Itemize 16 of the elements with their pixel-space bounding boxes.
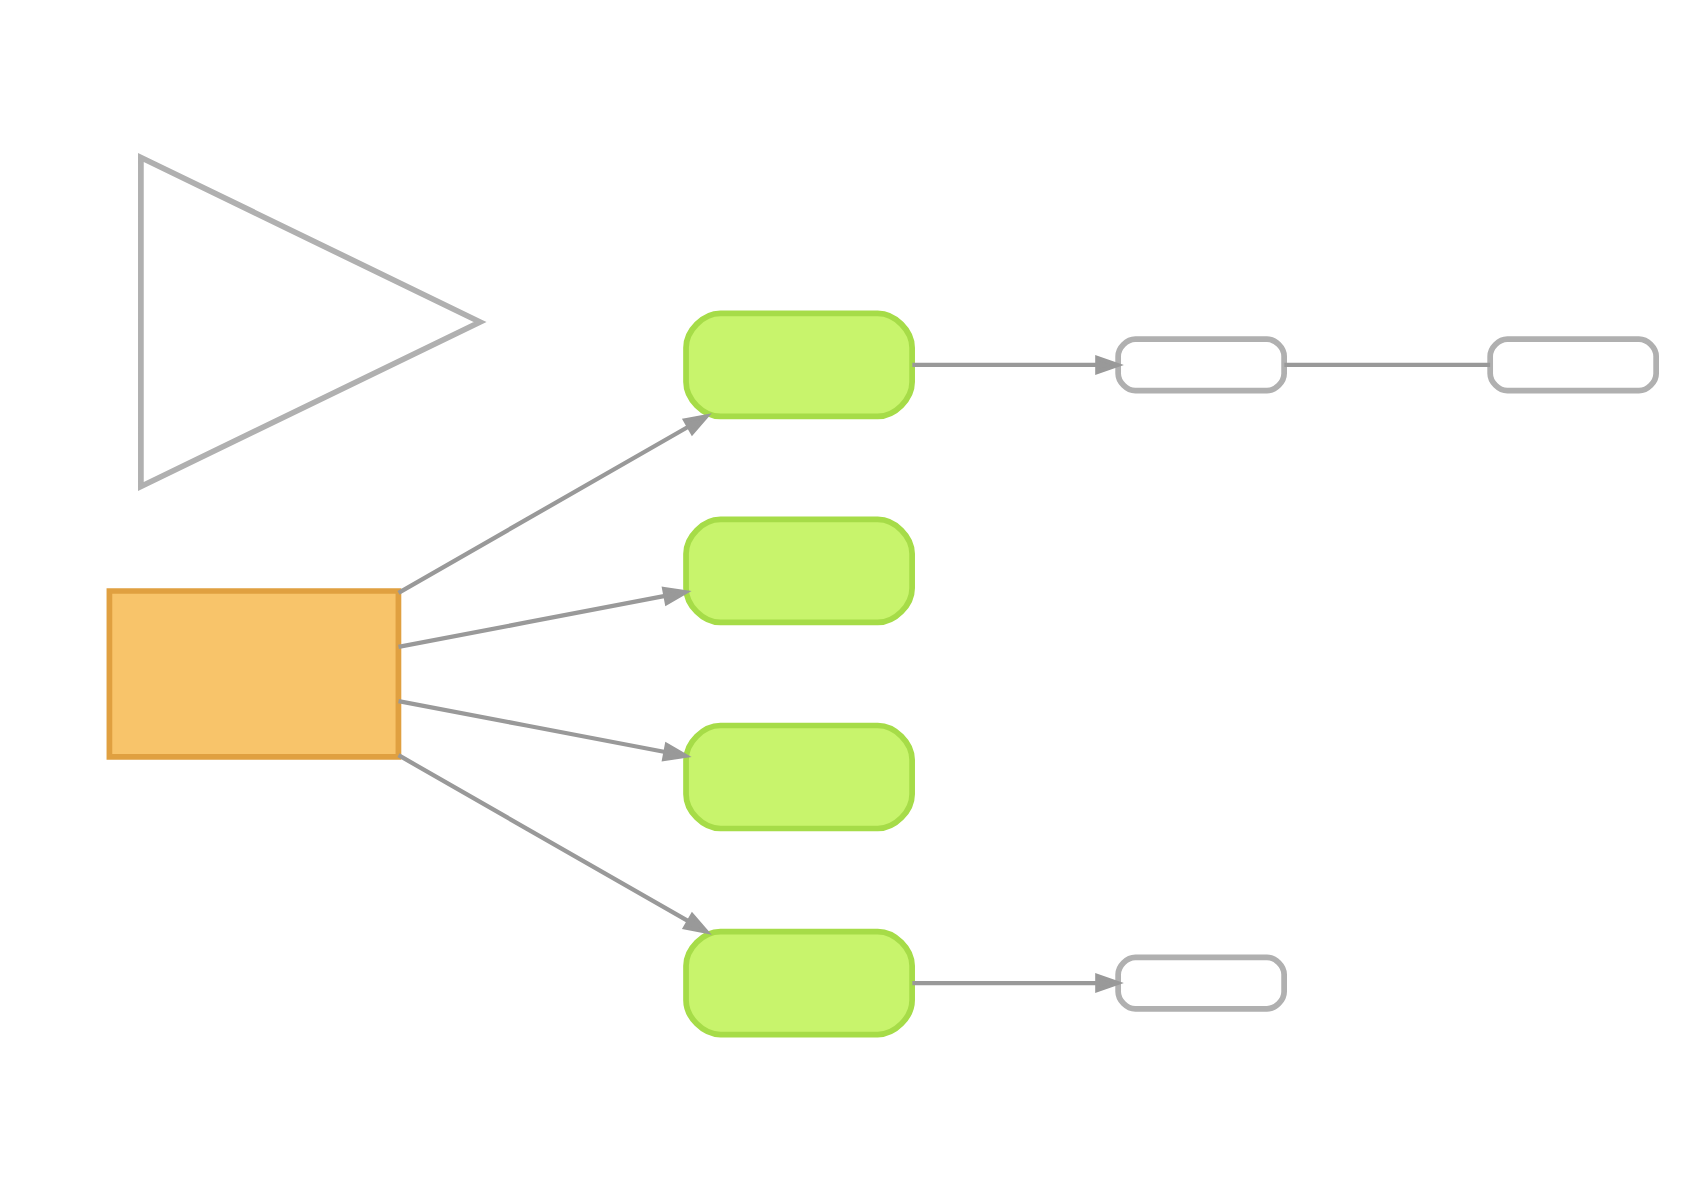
node-triangle xyxy=(138,151,487,491)
node-box xyxy=(683,515,915,625)
arrow xyxy=(398,697,692,761)
node-box xyxy=(683,309,915,419)
arrow xyxy=(397,752,712,934)
node-box xyxy=(1115,953,1287,1011)
node-box xyxy=(683,927,915,1037)
arrow xyxy=(397,412,712,594)
node-box xyxy=(106,587,402,759)
node-box xyxy=(1487,335,1659,393)
node-box xyxy=(683,721,915,831)
arrow xyxy=(912,353,1124,374)
connector xyxy=(1284,361,1491,367)
arrow xyxy=(912,972,1124,993)
node-box xyxy=(1115,335,1287,393)
arrow xyxy=(398,585,692,648)
